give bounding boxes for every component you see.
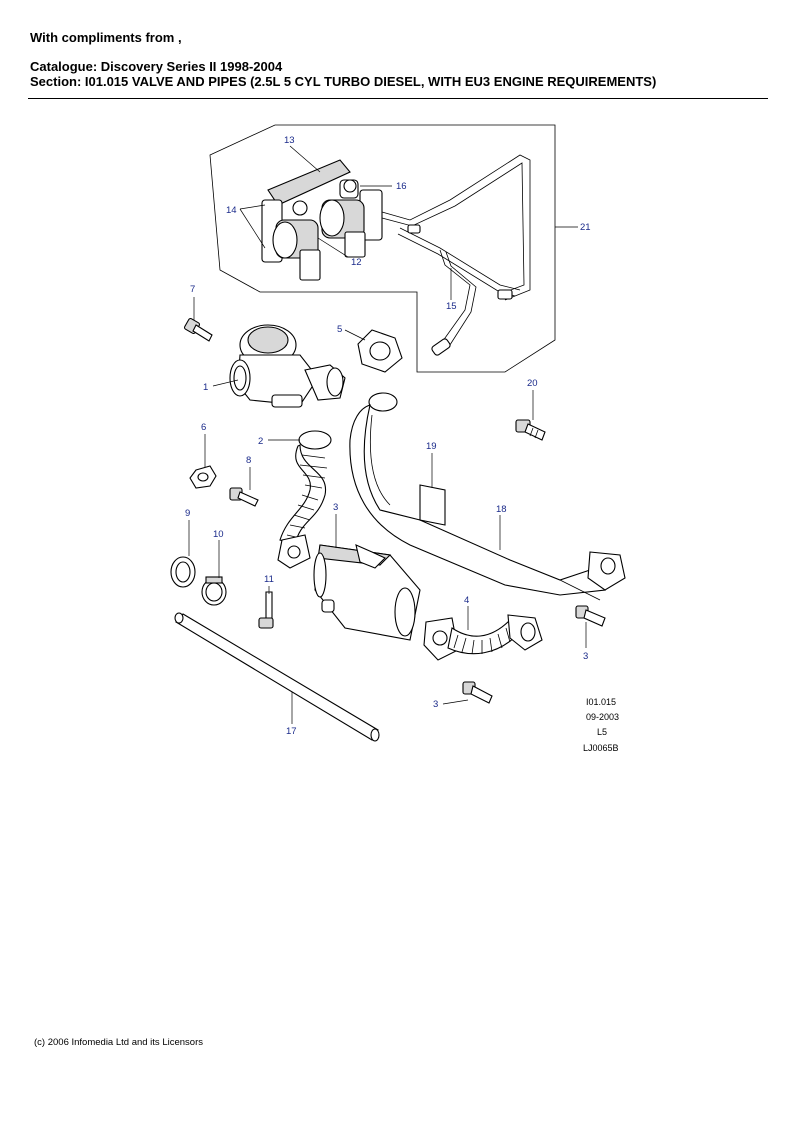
copyright-footer: (c) 2006 Infomedia Ltd and its Licensors xyxy=(34,1037,203,1048)
catalogue-title: Catalogue: Discovery Series II 1998-2004 xyxy=(30,59,283,74)
ref-variant: L5 xyxy=(597,727,607,737)
callout-20: 20 xyxy=(527,378,538,389)
callout-12: 12 xyxy=(351,257,362,268)
ref-code: I01.015 xyxy=(586,697,616,707)
flex-pipe-2 xyxy=(277,430,332,569)
solenoid-valve-assembly xyxy=(261,159,383,281)
callout-3-right: 3 xyxy=(583,651,588,662)
egr-valve xyxy=(229,324,346,408)
header-divider xyxy=(28,98,768,99)
callout-4: 4 xyxy=(464,595,469,606)
callout-15: 15 xyxy=(446,301,457,312)
vacuum-pipe-set xyxy=(381,154,531,356)
callout-9: 9 xyxy=(185,508,190,519)
callout-19: 19 xyxy=(426,441,437,452)
assembly-group-outline xyxy=(209,124,556,373)
bolt-7 xyxy=(183,317,213,342)
egr-pipe-18 xyxy=(349,392,626,601)
callout-18: 18 xyxy=(496,504,507,515)
callout-14: 14 xyxy=(226,205,237,216)
bolt-11 xyxy=(258,591,274,629)
callout-16: 16 xyxy=(396,181,407,192)
callout-2: 2 xyxy=(258,436,263,447)
hose-17 xyxy=(174,612,380,742)
callout-5: 5 xyxy=(337,324,342,335)
callout-10: 10 xyxy=(213,529,224,540)
bolt-8-upper xyxy=(229,487,259,507)
flex-pipe-4 xyxy=(423,614,543,661)
bolt-8-right xyxy=(575,605,606,627)
callout-17: 17 xyxy=(286,726,297,737)
callout-6: 6 xyxy=(201,422,206,433)
sealing-ring-9 xyxy=(170,556,196,588)
gasket-5 xyxy=(357,329,403,373)
nut-6 xyxy=(189,465,217,489)
callout-7: 7 xyxy=(190,284,195,295)
ref-illustration: LJ0065B xyxy=(583,743,619,753)
compliments-line: With compliments from , xyxy=(30,30,182,45)
callout-11: 11 xyxy=(264,574,274,585)
callout-3-cooler: 3 xyxy=(333,502,338,513)
egr-cooler xyxy=(313,544,421,641)
leader-lines xyxy=(188,145,587,724)
callout-8-upper: 8 xyxy=(246,455,251,466)
section-title: Section: I01.015 VALVE AND PIPES (2.5L 5… xyxy=(30,74,657,89)
clamp-10 xyxy=(201,576,227,606)
callout-21: 21 xyxy=(580,222,591,233)
callout-3-lower: 3 xyxy=(433,699,438,710)
callout-13: 13 xyxy=(284,135,295,146)
ref-date: 09-2003 xyxy=(586,712,619,722)
sensor-20 xyxy=(515,419,546,441)
bolt-8-lower xyxy=(462,681,493,704)
callout-1: 1 xyxy=(203,382,208,393)
